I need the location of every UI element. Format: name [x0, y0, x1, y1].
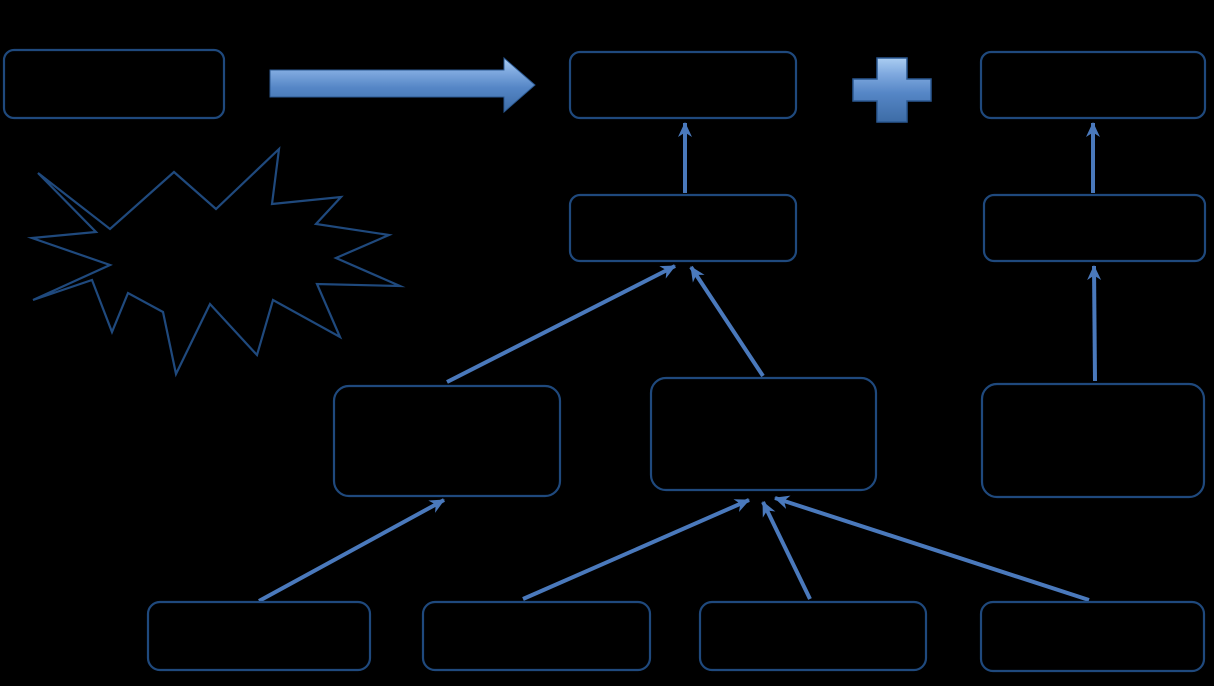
box-group-right — [980, 382, 1206, 499]
connector-arrow-box-bottom-2-to-box-group-center — [522, 498, 750, 601]
box-result-main — [568, 50, 798, 120]
box-group-left — [332, 384, 562, 498]
connector-arrow-box-group-right-to-box-mid-right — [1087, 265, 1102, 382]
connector-arrow-box-bottom-3-to-box-group-center — [761, 501, 812, 600]
connector-arrow-box-bottom-4-to-box-group-center — [774, 495, 1090, 602]
box-mid-main — [568, 193, 798, 263]
block-arrow-right-icon — [269, 56, 536, 114]
box-bottom-2 — [421, 600, 652, 672]
connector-arrow-box-group-left-to-box-mid-main — [446, 264, 676, 384]
box-bottom-1 — [146, 600, 372, 672]
connector-arrow-box-bottom-1-to-box-group-left — [258, 498, 445, 603]
box-mid-right — [982, 193, 1207, 263]
box-group-center — [649, 376, 878, 492]
box-result-right — [979, 50, 1207, 120]
plus-icon — [852, 57, 932, 123]
box-bottom-4 — [979, 600, 1206, 673]
connector-arrow-box-group-center-to-box-mid-main — [689, 265, 765, 378]
box-bottom-3 — [698, 600, 928, 672]
box-source — [2, 48, 226, 120]
starburst-shape — [26, 146, 406, 378]
